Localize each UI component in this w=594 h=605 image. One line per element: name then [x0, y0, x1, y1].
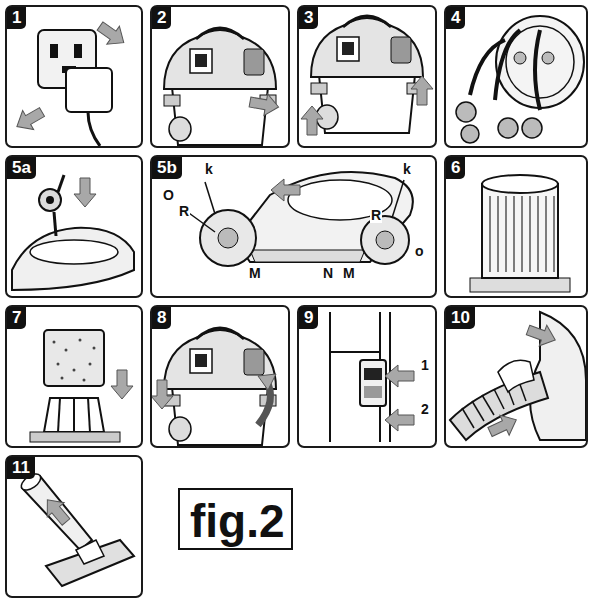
latch-detail	[330, 312, 414, 442]
vacuum-lift-head	[301, 16, 433, 135]
step-panel: 3	[297, 5, 437, 148]
step-panel: 6	[444, 155, 588, 298]
step-panel: 9	[297, 305, 437, 448]
callout-letter: R	[370, 208, 382, 223]
step-panel: 5a	[5, 155, 143, 298]
step-number: 6	[446, 157, 465, 179]
vacuum-unlatch	[164, 28, 280, 145]
callout-letter: o	[414, 244, 425, 259]
step-panel: 5b	[150, 155, 437, 298]
step-number: 4	[446, 7, 465, 29]
step-number: 1	[7, 7, 26, 29]
step-number: 8	[152, 307, 171, 329]
step-number: 2	[152, 7, 171, 29]
step-number: 10	[446, 307, 475, 329]
step-panel: 1	[5, 5, 143, 148]
callout-letter: O	[162, 188, 175, 203]
figure-label: fig.2	[190, 494, 281, 548]
step-number: 9	[299, 307, 318, 329]
step-panel: 2	[150, 5, 290, 148]
step-number: 11	[7, 457, 35, 479]
caster-insert	[12, 175, 134, 290]
figure-label-box: fig.2	[178, 488, 293, 550]
floor-tool	[19, 471, 134, 586]
callout-letter: M	[248, 266, 262, 281]
step-panel: 4	[444, 5, 588, 148]
base-wheel-assembly	[182, 172, 413, 266]
step-panel: 8	[150, 305, 290, 448]
step-panel: 11	[5, 455, 143, 598]
step-panel: 10	[444, 305, 588, 448]
callout-letter: R	[178, 204, 190, 219]
callout-number: 2	[420, 402, 430, 417]
callout-number: 1	[420, 358, 430, 373]
callout-letter: M	[342, 266, 356, 281]
cartridge-filter	[470, 175, 570, 292]
step-number: 7	[7, 307, 26, 329]
step-number: 3	[299, 7, 318, 29]
callout-letter: k	[204, 162, 214, 177]
hose-connection	[450, 312, 586, 442]
canister-wheels	[456, 16, 584, 143]
vacuum-refit-head	[151, 328, 276, 445]
step-panel: 7	[5, 305, 143, 448]
foam-filter	[30, 330, 133, 442]
callout-letter: N	[322, 266, 334, 281]
step-number: 5b	[152, 157, 182, 179]
step-number: 5a	[7, 157, 36, 179]
callout-letter: k	[402, 162, 412, 177]
plug-illustration	[11, 17, 130, 146]
